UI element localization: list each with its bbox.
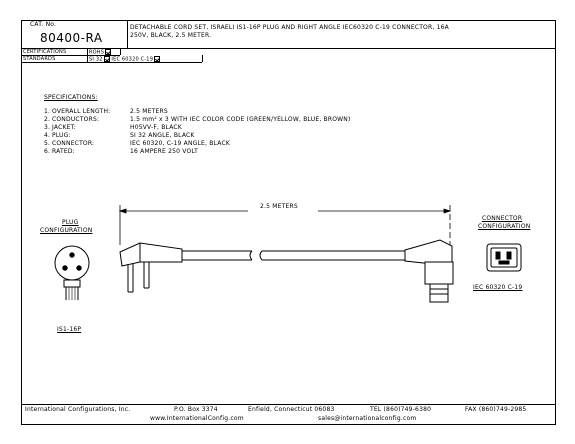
cable	[182, 250, 405, 261]
standards-label: STANDARDS	[23, 56, 56, 62]
plug-name: IS1-16P	[57, 326, 82, 333]
footer-address: Enfield, Connecticut 06083	[248, 406, 335, 413]
checkbox-checked-icon	[105, 49, 112, 55]
connector-face	[486, 243, 522, 272]
footer-fax: FAX (860)749-2985	[465, 406, 527, 413]
footer-website[interactable]: www.InternationalConfig.com	[150, 415, 244, 422]
certifications-label: CERTIFICATIONS	[23, 49, 67, 55]
footer-tel: TEL (860)749-6380	[370, 406, 432, 413]
standards-value: SI 32 IEC 60320 C-19	[89, 56, 161, 63]
description-line-2: 250V, BLACK, 2.5 METER.	[130, 32, 212, 39]
plug-config-label-1: PLUG	[62, 219, 79, 226]
outer-border	[21, 20, 556, 425]
connector-config-label-1: CONNECTOR	[482, 215, 523, 222]
checkbox-checked-icon	[103, 56, 110, 62]
checkbox-checked-icon	[154, 56, 161, 62]
length-label: 2.5 METERS	[260, 203, 298, 210]
cat-no-label: CAT. No.	[30, 21, 57, 28]
footer-company: International Configurations, Inc.	[25, 406, 131, 413]
connector-config-label-2: CONFIGURATION	[478, 223, 531, 230]
specifications-heading: SPECIFICATIONS:	[44, 94, 98, 101]
cat-no-value: 80400-RA	[40, 31, 103, 45]
plug-side-view	[119, 242, 183, 293]
description-line-1: DETACHABLE CORD SET, ISRAELI IS1-16P PLU…	[130, 24, 449, 31]
footer-email[interactable]: sales@internationalconfig.com	[318, 415, 417, 422]
connector-side-view	[404, 239, 454, 303]
plug-face	[54, 245, 90, 300]
plug-config-label-2: CONFIGURATION	[40, 227, 93, 234]
certifications-value: ROHS	[89, 49, 112, 56]
connector-name: IEC 60320 C-19	[473, 284, 523, 291]
footer-po-box: P.O. Box 3374	[174, 406, 218, 413]
dimension-line	[118, 205, 452, 265]
